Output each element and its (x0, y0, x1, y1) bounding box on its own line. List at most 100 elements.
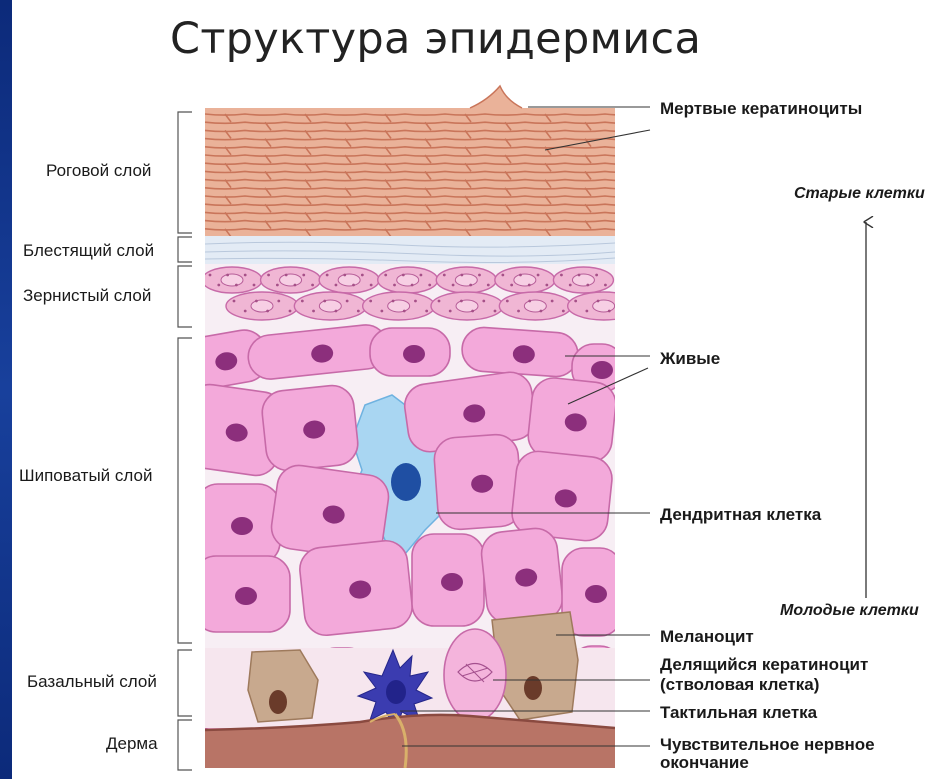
keratohyalin-granule (469, 284, 472, 287)
granular-cell-nucleus (338, 274, 360, 286)
keratohyalin-granule (253, 284, 256, 287)
granular-cell-nucleus (455, 274, 477, 286)
keratohyalin-granule (276, 284, 279, 287)
keratohyalin-granule (302, 274, 305, 277)
keratohyalin-granule (510, 284, 513, 287)
keratohyalin-granule (574, 300, 577, 303)
granular-cell-nucleus (514, 274, 536, 286)
keratohyalin-granule (540, 310, 543, 313)
keratohyalin-granule (487, 284, 490, 287)
layer-label-lucidum: Блестящий слой (23, 241, 154, 260)
keratohyalin-granule (604, 284, 607, 287)
keratohyalin-granule (346, 300, 349, 303)
bracket-lucidum (178, 237, 192, 262)
keratohyalin-granule (384, 274, 387, 277)
axis-label-young-cells: Молодые клетки (780, 601, 919, 620)
keratohyalin-granule (255, 300, 258, 303)
keratohyalin-granule (312, 310, 315, 313)
layer-label-basale: Базальный слой (27, 672, 157, 691)
callout-stem-cell: (стволовая клетка) (660, 675, 819, 694)
keratohyalin-granule (370, 284, 373, 287)
keratohyalin-granule (460, 274, 463, 277)
keratohyalin-granule (506, 300, 509, 303)
keratohyalin-granule (452, 284, 455, 287)
keratohyalin-granule (294, 284, 297, 287)
keratinocyte-nucleus (403, 345, 425, 363)
axis-label-old-cells: Старые клетки (794, 184, 925, 203)
keratinocyte-nucleus (441, 573, 463, 591)
spinous-keratinocyte (298, 539, 415, 638)
keratohyalin-granule (411, 284, 414, 287)
callout-dividing-keratinocyte: Делящийся кератиноцит (660, 655, 868, 674)
keratohyalin-granule (586, 284, 589, 287)
keratohyalin-granule (438, 300, 441, 303)
granular-cell-nucleus (280, 274, 302, 286)
keratohyalin-granule (551, 300, 554, 303)
keratohyalin-granule (517, 310, 520, 313)
stratum-corneum-graphic (205, 108, 645, 237)
keratohyalin-granule (528, 284, 531, 287)
keratinocyte-nucleus (585, 585, 607, 603)
keratohyalin-granule (335, 310, 338, 313)
callout-melanocyte: Меланоцит (660, 627, 754, 646)
keratohyalin-granule (235, 284, 238, 287)
keratohyalin-granule (326, 274, 329, 277)
keratohyalin-granule (402, 274, 405, 277)
dendritic-cell-nucleus (391, 463, 421, 501)
granular-cell-nucleus (572, 274, 594, 286)
keratohyalin-granule (392, 300, 395, 303)
keratinocyte-nucleus (591, 361, 613, 379)
callout-nerve-ending-2: окончание (660, 753, 749, 772)
keratohyalin-granule (244, 274, 247, 277)
keratohyalin-granule (217, 284, 220, 287)
keratohyalin-granule (528, 300, 531, 303)
spinous-keratinocyte (433, 433, 523, 531)
callout-dendritic-cell: Дендритная клетка (660, 505, 821, 524)
keratohyalin-granule (266, 310, 269, 313)
keratohyalin-granule (537, 274, 540, 277)
keratohyalin-granule (608, 310, 611, 313)
layer-label-corneum: Роговой слой (46, 161, 151, 180)
bracket-corneum (178, 112, 192, 233)
keratinocyte-nucleus (235, 587, 257, 605)
keratohyalin-granule (301, 300, 304, 303)
spinous-keratinocyte (194, 556, 290, 632)
granular-cell-nucleus (456, 300, 478, 312)
keratohyalin-granule (285, 274, 288, 277)
keratohyalin-granule (393, 284, 396, 287)
keratohyalin-granule (323, 300, 326, 303)
granular-cell-nucleus (319, 300, 341, 312)
keratohyalin-granule (585, 310, 588, 313)
keratohyalin-granule (471, 310, 474, 313)
keratohyalin-granule (380, 310, 383, 313)
keratohyalin-granule (545, 284, 548, 287)
layer-label-granulosum: Зернистый слой (23, 286, 151, 305)
callout-nerve-ending: Чувствительное нервное (660, 735, 875, 754)
keratohyalin-granule (569, 284, 572, 287)
keratohyalin-granule (560, 274, 563, 277)
keratohyalin-granule (478, 274, 481, 277)
spinous-keratinocyte (461, 326, 580, 378)
surface-flake (470, 86, 522, 108)
keratohyalin-granule (209, 274, 212, 277)
spinous-keratinocyte (412, 534, 484, 626)
callout-living: Живые (660, 349, 720, 368)
keratohyalin-granule (343, 274, 346, 277)
layer-label-spinosum: Шиповатый слой (19, 466, 152, 485)
bracket-dermis (178, 720, 192, 770)
keratohyalin-granule (414, 300, 417, 303)
keratohyalin-granule (369, 300, 372, 303)
tissue-illustration (173, 108, 645, 768)
keratohyalin-granule (482, 300, 485, 303)
keratohyalin-granule (425, 310, 428, 313)
keratohyalin-granule (501, 274, 504, 277)
granular-cell-nucleus (593, 300, 615, 312)
granular-cell-nucleus (221, 274, 243, 286)
stratum-lucidum-graphic (205, 236, 615, 264)
dividing-keratinocyte (444, 629, 506, 721)
keratohyalin-granule (361, 274, 364, 277)
keratohyalin-granule (460, 300, 463, 303)
callout-dead-keratinocytes: Мертвые кератиноциты (660, 99, 862, 118)
spinous-keratinocyte (479, 526, 564, 625)
granular-cell-nucleus (251, 300, 273, 312)
